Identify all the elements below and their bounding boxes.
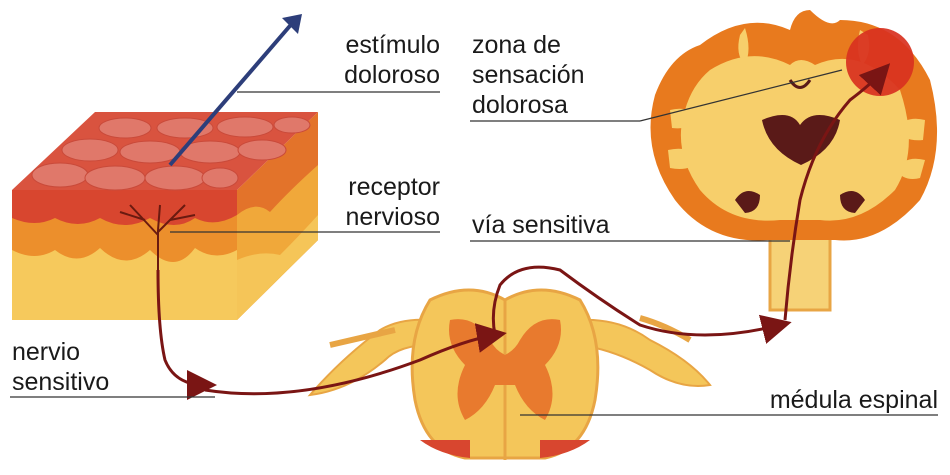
label-medula-line1: médula espinal [700, 385, 938, 415]
label-estimulo-line2: doloroso [300, 60, 440, 90]
label-zona-line3: dolorosa [472, 90, 585, 120]
label-nervio-sensitivo: nervio sensitivo [12, 337, 109, 397]
label-receptor-line1: receptor [300, 172, 440, 202]
label-estimulo-line1: estímulo [300, 30, 440, 60]
label-via-sensitiva: vía sensitiva [472, 210, 610, 240]
label-receptor-nervioso: receptor nervioso [300, 172, 440, 232]
label-zona-sensacion: zona de sensación dolorosa [472, 30, 585, 120]
label-receptor-line2: nervioso [300, 202, 440, 232]
label-via-line1: vía sensitiva [472, 210, 610, 240]
skin-block-icon [12, 112, 318, 320]
label-zona-line1: zona de [472, 30, 585, 60]
label-estimulo-doloroso: estímulo doloroso [300, 30, 440, 90]
label-zona-line2: sensación [472, 60, 585, 90]
brain-section-icon [651, 10, 938, 310]
label-nervio-line2: sensitivo [12, 367, 109, 397]
label-medula-espinal: médula espinal [700, 385, 938, 415]
label-nervio-line1: nervio [12, 337, 109, 367]
